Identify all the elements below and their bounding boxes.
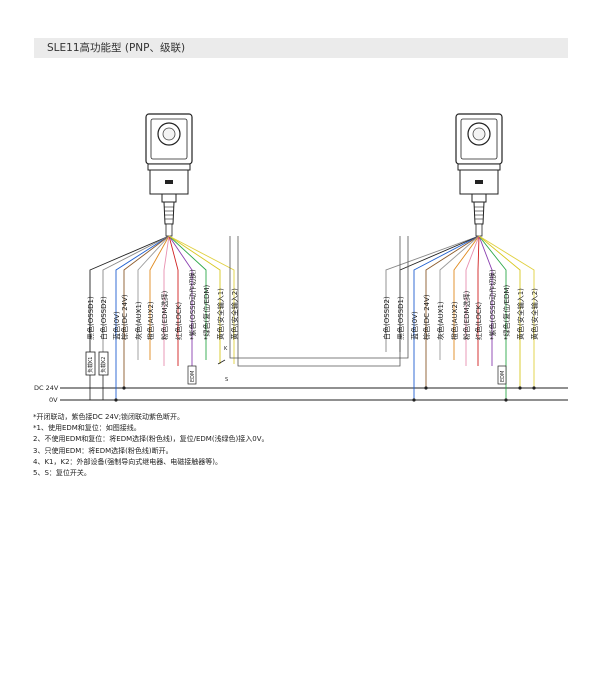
edm-box-2: EDM xyxy=(497,365,507,385)
right-wire-label-5: 灰色(AUX1) xyxy=(436,301,445,340)
svg-text:S: S xyxy=(225,377,228,383)
left-junction-dot xyxy=(122,386,126,390)
right-wire-label-12: 黄色(安全输入2) xyxy=(530,288,539,340)
right-wire-3 xyxy=(413,235,480,400)
right-junction-dot xyxy=(532,386,536,390)
right-wire-label-1: 白色(OSSD2) xyxy=(382,296,391,340)
left-wire-label-11: 黄色(安全输入1) xyxy=(216,288,225,340)
left-wire-10 xyxy=(168,235,207,360)
left-wire-label-7: 粉色(EDM选择) xyxy=(160,290,169,340)
svg-text:K: K xyxy=(224,346,228,352)
right-wire-9 xyxy=(478,235,493,366)
note-line: *开闭联动，紫色接DC 24V;锁闭联动紫色断开。 xyxy=(33,413,185,421)
note-line: 5、S：复位开关。 xyxy=(33,469,91,478)
right-wire-label-10: *绿色(复位/EDM) xyxy=(502,285,511,340)
right-junction-dot xyxy=(424,386,428,390)
right-wire-11 xyxy=(478,235,521,388)
section-header: SLE11高功能型 (PNP、级联) xyxy=(34,38,568,58)
right-wire-7 xyxy=(465,235,480,366)
left-wire-7 xyxy=(163,235,170,366)
load-k1: 负载K1 xyxy=(85,351,96,376)
left-wire-6 xyxy=(149,235,170,360)
right-wire-label-8: 红色(LOCK) xyxy=(474,302,483,340)
right-wire-5 xyxy=(439,235,480,360)
left-wire-label-3: 蓝色(0V) xyxy=(112,311,121,340)
left-junction-dot xyxy=(114,398,118,402)
left-wire-label-9: *紫色(OSSD动作切换) xyxy=(188,269,197,340)
right-junction-dot xyxy=(412,398,416,402)
left-wire-label-10: *绿色(复位/EDM) xyxy=(202,285,211,340)
note-line: 4、K1，K2：外部设备(强制导向式继电器、电磁接触器等)。 xyxy=(33,457,223,466)
left-wire-label-6: 橙色(AUX2) xyxy=(146,301,155,340)
right-wire-1 xyxy=(385,235,480,352)
left-wire-2 xyxy=(102,235,170,352)
left-wire-5 xyxy=(137,235,170,360)
cascade-link xyxy=(229,236,409,359)
left-wire-label-8: 红色(LOCK) xyxy=(174,302,183,340)
load-k2-label: 负载K2 xyxy=(100,357,107,373)
left-wire-11 xyxy=(168,235,221,364)
left-wire-label-1: 黑色(OSSD1) xyxy=(86,296,95,340)
left-wire-9 xyxy=(168,235,193,366)
load-k2: 负载K2 xyxy=(98,351,109,376)
right-wire-12 xyxy=(478,235,535,388)
reset-switch: S K xyxy=(217,346,228,383)
right-wire-10 xyxy=(478,235,507,400)
right-junction-dot xyxy=(518,386,522,390)
note-line: 2、不使用EDM和复位：将EDM选择(粉色线)，复位/EDM(浅绿色)接入0V。 xyxy=(33,435,269,444)
right-wire-label-7: 粉色(EDM选择) xyxy=(462,290,471,340)
left-wire-12 xyxy=(168,235,235,364)
left-wire-8 xyxy=(168,235,179,366)
right-wire-8 xyxy=(477,235,480,366)
sensor-2 xyxy=(455,113,503,237)
left-wire-label-2: 白色(OSSD2) xyxy=(99,296,108,340)
right-wire-label-3: 蓝色(0V) xyxy=(410,311,419,340)
left-wire-3 xyxy=(115,235,170,400)
svg-text:EDM: EDM xyxy=(190,371,196,382)
right-wire-6 xyxy=(453,235,480,360)
left-wire-label-5: 灰色(AUX1) xyxy=(134,301,143,340)
left-wire-4 xyxy=(123,235,170,388)
dc24v-label: DC 24V xyxy=(34,384,59,392)
note-line: *1、使用EDM和复位：如图接线。 xyxy=(33,424,141,433)
right-wire-label-9: *紫色(OSSD动作切换) xyxy=(488,269,497,340)
left-wire-label-12: 黄色(安全输入2) xyxy=(230,288,239,340)
right-wire-label-6: 橙色(AUX2) xyxy=(450,301,459,340)
section-title: SLE11高功能型 (PNP、级联) xyxy=(47,42,186,54)
sensor-1 xyxy=(145,113,193,237)
right-wire-label-4: 棕色(DC 24V) xyxy=(422,294,431,340)
load-k1-label: 负载K1 xyxy=(87,357,94,373)
left-wire-1 xyxy=(89,235,170,352)
edm-box-1: EDM xyxy=(187,365,197,385)
right-wire-label-11: 黄色(安全输入1) xyxy=(516,288,525,340)
left-wire-label-4: 棕色(DC 24V) xyxy=(120,294,129,340)
svg-text:EDM: EDM xyxy=(500,371,506,382)
right-junction-dot xyxy=(504,398,508,402)
zero-v-label: 0V xyxy=(49,396,58,404)
right-wire-4 xyxy=(425,235,480,388)
note-line: 3、只使用EDM：将EDM选择(粉色线)断开。 xyxy=(33,446,173,455)
right-wire-label-2: 黑色(OSSD1) xyxy=(396,296,405,340)
notes: *开闭联动，紫色接DC 24V;锁闭联动紫色断开。 *1、使用EDM和复位：如图… xyxy=(33,412,269,479)
